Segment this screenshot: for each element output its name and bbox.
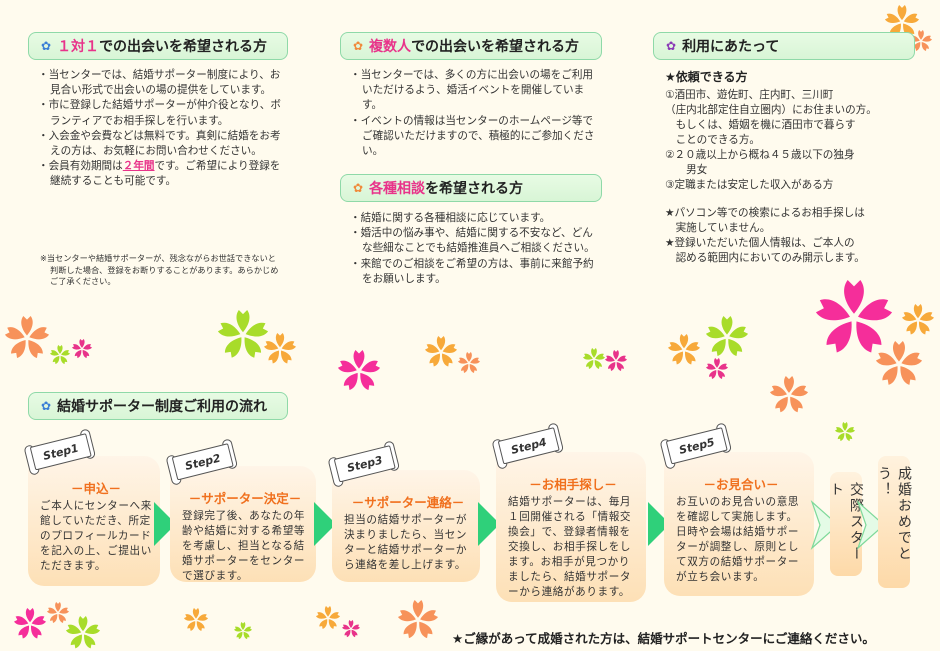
step-text: ご本人にセンターへ来館していただき、所定のプロフィールカードを記入の上、ご提出い… [40, 500, 152, 572]
step-text: 担当の結婚サポーターが決まりましたら、当センターと結婚サポーターから連絡を差し上… [344, 514, 468, 571]
flower-icon [316, 606, 340, 630]
flower-icon [14, 608, 46, 640]
consult-heading-text: を希望される方 [425, 181, 524, 197]
usage-heading-text: 利用にあたって [682, 39, 780, 55]
step-label: Step4 [497, 427, 560, 465]
consult-heading-accent: 各種相談 [369, 181, 426, 197]
step-4-card: －お相手探し－ 結婚サポーターは、毎月１回開催される「情報交換会」で、登録者情報… [496, 452, 646, 602]
list-item: ②２０歳以上から概ね４５歳以下の独身 [665, 149, 855, 161]
usage-notes: ★パソコン等での検索によるお相手探しは 実施していません。 ★登録いただいた個人… [665, 206, 865, 266]
flower-icon [342, 620, 360, 638]
step-2-card: －サポーター決定－ 登録完了後、あなたの年齢や結婚に対する希望等を考慮し、担当と… [170, 466, 316, 582]
flower-icon [66, 616, 100, 650]
flower-icon [706, 358, 728, 380]
step-title: －お相手探し－ [529, 477, 617, 492]
list-item: 市に登録した結婚サポーターが仲介役となり、ボランティアでお相手探しを行います。 [38, 98, 286, 128]
flower-icon [876, 341, 922, 387]
step-title: －申込－ [70, 481, 121, 496]
flower-icon [706, 316, 748, 358]
list-item: ①酒田市、遊佐町、庄内町、三川町 [665, 89, 834, 101]
list-item: 当センターでは、結婚サポーター制度により、お見合い形式で出会いの場の提供をしてい… [38, 68, 286, 98]
flower-icon [605, 350, 627, 372]
step-label: Step2 [171, 443, 234, 481]
arrow-right-icon [810, 500, 839, 550]
flower-icon [234, 622, 252, 640]
list-item: 実施していません。 [665, 222, 771, 234]
membership-prefix: 会員有効期間は [48, 160, 123, 173]
flower-icon: ✿ [353, 39, 364, 53]
footer-note: ★ご縁があって成婚された方は、結婚サポートセンターにご連絡ください。 [452, 631, 875, 646]
step-label: Step5 [665, 427, 728, 465]
consult-heading: ✿ 各種相談 を希望される方 [340, 174, 602, 202]
step-5-card: －お見合い－ お互いのお見合いの意思を確認して実施します。日時や会場は結婚サポー… [664, 452, 814, 596]
one-on-one-heading-accent: １対１ [57, 39, 100, 55]
group-bullets: 当センターでは、多くの方に出会いの場をご利用いただけるよう、婚活イベントを開催し… [350, 68, 595, 159]
list-item: ことのできる方。 [665, 134, 761, 146]
membership-period: ２年間 [122, 160, 155, 173]
flower-icon: ✿ [353, 181, 364, 195]
step-text: お互いのお見合いの意思を確認して実施します。日時や会場は結婚サポーターが調整し、… [676, 496, 800, 583]
list-item: ★パソコン等での検索によるお相手探しは [665, 207, 865, 219]
flower-icon [583, 348, 605, 370]
arrow-right-icon [314, 502, 336, 546]
arrow-right-icon [478, 502, 500, 546]
flower-icon [458, 352, 480, 374]
flow-heading: ✿ 結婚サポーター制度ご利用の流れ [28, 392, 288, 420]
flower-icon [264, 333, 296, 365]
flower-icon [835, 422, 855, 442]
requirements-list: ①酒田市、遊佐町、庄内町、三川町 （庄内北部定住自立圏内）にお住まいの方。 もし… [665, 88, 877, 193]
step-label: Step1 [29, 433, 92, 471]
flower-icon [5, 316, 49, 360]
flower-icon [218, 310, 268, 360]
list-item: 会員有効期間は２年間です。ご希望により登録を継続することも可能です。 [38, 159, 286, 189]
arrow-right-icon [856, 500, 885, 550]
usage-heading: ✿ 利用にあたって [653, 32, 915, 60]
flower-icon [72, 339, 92, 359]
list-item: 当センターでは、多くの方に出会いの場をご利用いただけるよう、婚活イベントを開催し… [350, 68, 595, 114]
one-on-one-heading: ✿ １対１ での出会いを希望される方 [28, 32, 288, 60]
group-heading: ✿ 複数人 での出会いを希望される方 [340, 32, 602, 60]
one-on-one-heading-text: での出会いを希望される方 [99, 39, 268, 55]
step-3-card: －サポーター連絡－ 担当の結婚サポーターが決まりましたら、当センターと結婚サポー… [332, 470, 480, 582]
flower-icon [184, 608, 208, 632]
step-title: －サポーター連絡－ [351, 495, 465, 510]
list-item: もしくは、婚姻を機に酒田市で暮らす [665, 119, 856, 131]
flower-icon [902, 304, 934, 336]
flower-icon [425, 336, 457, 368]
flower-icon [770, 376, 808, 414]
step-text: 結婚サポーターは、毎月１回開催される「情報交換会」で、登録者情報を交換し、お相手… [508, 496, 632, 598]
flower-icon: ✿ [666, 39, 677, 53]
list-item: 結婚に関する各種相談に応じています。 [350, 211, 595, 226]
flower-icon: ✿ [41, 399, 52, 413]
flower-icon [338, 350, 380, 392]
list-item: ③定職または安定した収入がある方 [665, 179, 834, 191]
group-heading-text: での出会いを希望される方 [411, 39, 580, 55]
list-item: イベントの情報は当センターのホームページ等でご確認いただけますので、積極的にご参… [350, 114, 595, 160]
list-item: 男女 [665, 164, 708, 176]
one-on-one-note: ※当センターや結婚サポーターが、残念ながらお世話できないと判断した場合、登録をお… [40, 253, 279, 286]
flower-icon [398, 600, 438, 640]
flow-heading-text: 結婚サポーター制度ご利用の流れ [57, 399, 268, 415]
step-title: －サポーター決定－ [188, 491, 302, 506]
list-item: 婚活中の悩み事や、結婚に関する不安など、どんな些細なことでも結婚推進員へご相談く… [350, 226, 595, 256]
step-title: －お見合い－ [703, 477, 779, 492]
one-on-one-bullets: 当センターでは、結婚サポーター制度により、お見合い形式で出会いの場の提供をしてい… [38, 68, 286, 190]
list-item: ★登録いただいた個人情報は、ご本人の [665, 237, 855, 249]
list-item: 認める範囲内においてのみ開示します。 [665, 252, 865, 264]
flower-icon [668, 334, 700, 366]
group-heading-accent: 複数人 [369, 39, 412, 55]
step-1-card: －申込－ ご本人にセンターへ来館していただき、所定のプロフィールカードを記入の上… [28, 456, 160, 586]
list-item: 来館でのご相談をご希望の方は、事前に来館予約をお願いします。 [350, 257, 595, 287]
list-item: （庄内北部定住自立圏内）にお住まいの方。 [665, 104, 877, 116]
congrats-box: 成婚おめでとう！ [876, 456, 912, 588]
membership-suffix: です。ご希望により登録を継続することも可能です。 [50, 160, 281, 188]
flower-icon: ✿ [41, 39, 52, 53]
requirements-title: ★依頼できる方 [665, 70, 748, 84]
consult-bullets: 結婚に関する各種相談に応じています。 婚活中の悩み事や、結婚に関する不安など、ど… [350, 211, 595, 287]
list-item: 入会金や会費などは無料です。真剣に結婚をお考えの方は、お気軽にお問い合わせくださ… [38, 129, 286, 159]
flower-icon [50, 345, 70, 365]
step-text: 登録完了後、あなたの年齢や結婚に対する希望等を考慮し、担当となる結婚サポーターを… [182, 510, 306, 582]
step-label: Step3 [333, 445, 396, 483]
